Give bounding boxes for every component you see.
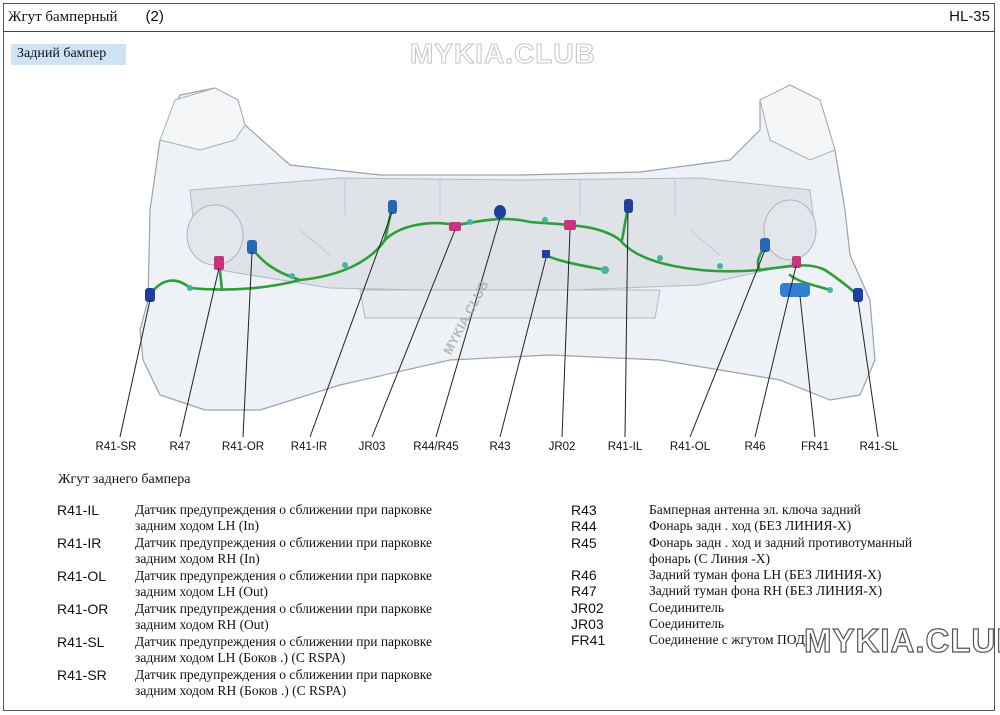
callout-r41-sl: R41-SL <box>859 441 899 453</box>
legend-row: R43 Бамперная антенна эл. ключа задний <box>571 502 971 518</box>
connector-r44-r45 <box>449 222 461 231</box>
legend-code: R41-OR <box>57 601 109 617</box>
section-label: Задний бампер <box>11 44 127 65</box>
legend-code: R43 <box>571 502 597 518</box>
callout-r43: R43 <box>489 441 511 453</box>
connector-jr03 <box>494 205 506 219</box>
callout-fr41: FR41 <box>800 441 830 453</box>
legend-desc: Задний туман фона LH (БЕЗ ЛИНИЯ-X) <box>649 567 882 583</box>
page-code: HL-35 <box>949 8 990 25</box>
legend-desc-line: Датчик предупреждения о сближении при па… <box>135 568 433 583</box>
callout-r44-r45: R44/R45 <box>413 441 459 453</box>
legend-desc: Соединение с жгутом ПОД <box>649 632 806 648</box>
leader-lines <box>119 211 879 438</box>
connector-r41-il <box>624 199 633 213</box>
callout-r41-ol: R41-OL <box>669 441 711 453</box>
page-title: Жгут бамперный (2) <box>8 8 164 26</box>
legend-desc: Фонарь задн . ход (БЕЗ ЛИНИЯ-X) <box>649 518 852 534</box>
callout-r41-ir: R41-IR <box>290 441 328 453</box>
legend-row: R47 Задний туман фона RH (БЕЗ ЛИНИЯ-X) <box>571 583 971 599</box>
callout-r41-or: R41-OR <box>221 441 265 453</box>
watermark-bottom: MYKIA.CLUB <box>803 621 1000 659</box>
callout-r47: R47 <box>169 441 191 453</box>
callout-jr02: JR02 <box>548 441 576 453</box>
legend-desc-line: задним ходом RH (Out) <box>135 617 269 632</box>
legend-right: R43 Бамперная антенна эл. ключа задний R4… <box>571 502 971 649</box>
legend-left: R41-IL Датчик предупреждения о сближении… <box>57 502 537 700</box>
right-pocket <box>763 199 817 261</box>
title-number: (2) <box>145 8 164 25</box>
connector-r47 <box>214 256 224 270</box>
legend-code: R44 <box>571 518 597 535</box>
connector-r41-ol <box>760 238 770 252</box>
legend-row: FR41 Соединение с жгутом ПОД <box>571 632 971 648</box>
legend-desc: Соединитель <box>649 616 725 632</box>
legend-code: R47 <box>571 583 597 600</box>
legend-code: JR02 <box>571 599 604 616</box>
bumper-ribs <box>299 178 721 256</box>
legend-desc: Задний туман фона RH (БЕЗ ЛИНИЯ-X) <box>649 583 883 599</box>
callout-r46: R46 <box>744 441 766 453</box>
legend-row: R41-IL Датчик предупреждения о сближении… <box>57 502 537 535</box>
legend-row: R41-OL Датчик предупреждения о сближении… <box>57 568 537 601</box>
left-pocket <box>186 204 244 266</box>
legend-row: R46 Задний туман фона LH (БЕЗ ЛИНИЯ-X) <box>571 567 971 583</box>
legend-row: JR03 Соединитель <box>571 616 971 632</box>
connector-r41-sr <box>145 288 155 302</box>
bumper-lower-panel <box>359 289 661 319</box>
callout-r41-il: R41-IL <box>607 441 643 453</box>
connector-fr41 <box>780 283 810 297</box>
legend-code: R41-SR <box>57 667 107 683</box>
header-divider <box>3 31 995 32</box>
page-border <box>3 3 995 711</box>
legend-desc-line: задним ходом LH (Out) <box>135 584 269 599</box>
legend-desc-line: задним ходом RH (Боков .) (C RSPA) <box>135 683 347 698</box>
connector-r41-ir <box>388 200 397 214</box>
legend-code: R46 <box>571 567 597 584</box>
legend-desc-line: Датчик предупреждения о сближении при па… <box>135 535 433 550</box>
legend-code: R41-OL <box>57 568 107 584</box>
legend-row: R41-IR Датчик предупреждения о сближении… <box>57 535 537 568</box>
right-upper-lip <box>759 84 836 161</box>
legend-code: FR41 <box>571 632 606 649</box>
legend-desc-line: задним ходом RH (In) <box>135 551 260 566</box>
left-upper-lip <box>159 87 246 151</box>
legend-desc-line: Датчик предупреждения о сближении при па… <box>135 502 433 517</box>
legend-row: R41-OR Датчик предупреждения о сближении… <box>57 601 537 634</box>
legend-code: R45 <box>571 534 597 551</box>
legend-code: JR03 <box>571 616 604 633</box>
connectors <box>145 199 863 302</box>
legend-row: R41-SL Датчик предупреждения о сближении… <box>57 634 537 667</box>
legend-code: R41-SL <box>57 634 105 650</box>
connector-jr02 <box>564 220 576 230</box>
legend-row: R41-SR Датчик предупреждения о сближении… <box>57 667 537 700</box>
connector-r41-sl <box>853 288 863 302</box>
connector-r41-or <box>247 240 257 254</box>
callout-r41-sr: R41-SR <box>95 441 137 453</box>
legend-desc-line: Датчик предупреждения о сближении при па… <box>135 634 433 649</box>
legend-title: Жгут заднего бампера <box>58 472 191 487</box>
legend-row: R44 Фонарь задн . ход (БЕЗ ЛИНИЯ-X) <box>571 518 971 534</box>
legend-desc-line: Датчик предупреждения о сближении при па… <box>135 601 433 616</box>
legend-desc: Соединитель <box>649 599 725 615</box>
watermark-top: MYKIA.CLUB <box>410 38 596 70</box>
legend-desc: Фонарь задн . ход и задний противотуманн… <box>649 534 913 566</box>
connector-r46 <box>792 256 801 268</box>
title-text: Жгут бамперный <box>8 9 118 25</box>
legend-row: JR02 Соединитель <box>571 600 971 616</box>
harness-clips <box>187 217 833 293</box>
connector-r43 <box>542 250 550 258</box>
legend-desc-line: Датчик предупреждения о сближении при па… <box>135 667 433 682</box>
legend-row: R45 Фонарь задн . ход и задний противотум… <box>571 535 971 568</box>
callout-jr03: JR03 <box>358 441 386 453</box>
legend-code: R41-IL <box>57 502 100 518</box>
legend-desc-line: задним ходом LH (In) <box>135 518 260 533</box>
legend-code: R41-IR <box>57 535 102 551</box>
legend-desc-line: задним ходом LH (Боков .) (C RSPA) <box>135 650 346 665</box>
legend-desc: Бамперная антенна эл. ключа задний <box>649 502 861 517</box>
